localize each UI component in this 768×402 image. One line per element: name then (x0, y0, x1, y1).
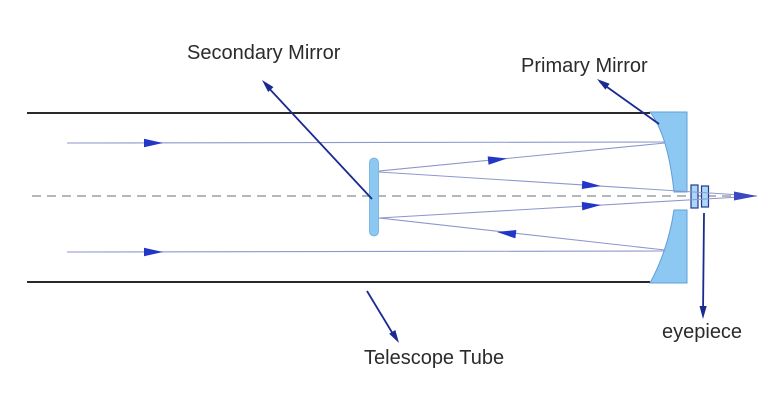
ray-arrowhead (581, 180, 601, 189)
telescope-tube-callout (366, 290, 399, 343)
incoming-ray-bottom (66, 247, 666, 257)
light-rays (66, 138, 758, 257)
primary-mirror-label: Primary Mirror (521, 55, 648, 77)
focused-ray-secondary-to-focus-top (378, 171, 758, 197)
reflected-ray-primary-to-secondary-top (378, 142, 666, 172)
secondary-mirror-label: Secondary Mirror (187, 42, 341, 64)
eyepiece-lens-right (700, 185, 710, 208)
focused-ray-secondary-to-focus-bottom (378, 195, 758, 219)
eyepiece-lens-group (690, 184, 710, 209)
callout-arrowhead (597, 79, 610, 90)
eyepiece-lens-left (690, 184, 699, 209)
ray-arrowhead (497, 230, 517, 239)
reflected-ray-primary-to-secondary-bottom (378, 217, 666, 251)
focal-point-arrowhead (734, 191, 757, 201)
eyepiece-callout (699, 212, 707, 319)
eyepiece-label: eyepiece (662, 321, 743, 343)
telescope-tube-outline (27, 112, 650, 283)
ray-arrowhead (581, 201, 601, 211)
callout-arrowhead (262, 80, 274, 92)
annotation-callouts (262, 79, 707, 343)
primary-mirror-upper-half (648, 111, 688, 193)
callout-arrowhead (699, 305, 707, 319)
incoming-ray-top (66, 138, 666, 148)
telescope-tube-label: Telescope Tube (364, 347, 505, 369)
callout-arrowhead (389, 330, 399, 343)
ray-arrowhead (487, 156, 507, 165)
ray-arrowhead (144, 247, 163, 257)
primary-mirror (648, 111, 688, 284)
ray-arrowhead (144, 138, 163, 148)
primary-mirror-lower-half (649, 209, 688, 284)
primary-mirror-callout (597, 79, 660, 125)
secondary-mirror-callout (262, 80, 373, 200)
